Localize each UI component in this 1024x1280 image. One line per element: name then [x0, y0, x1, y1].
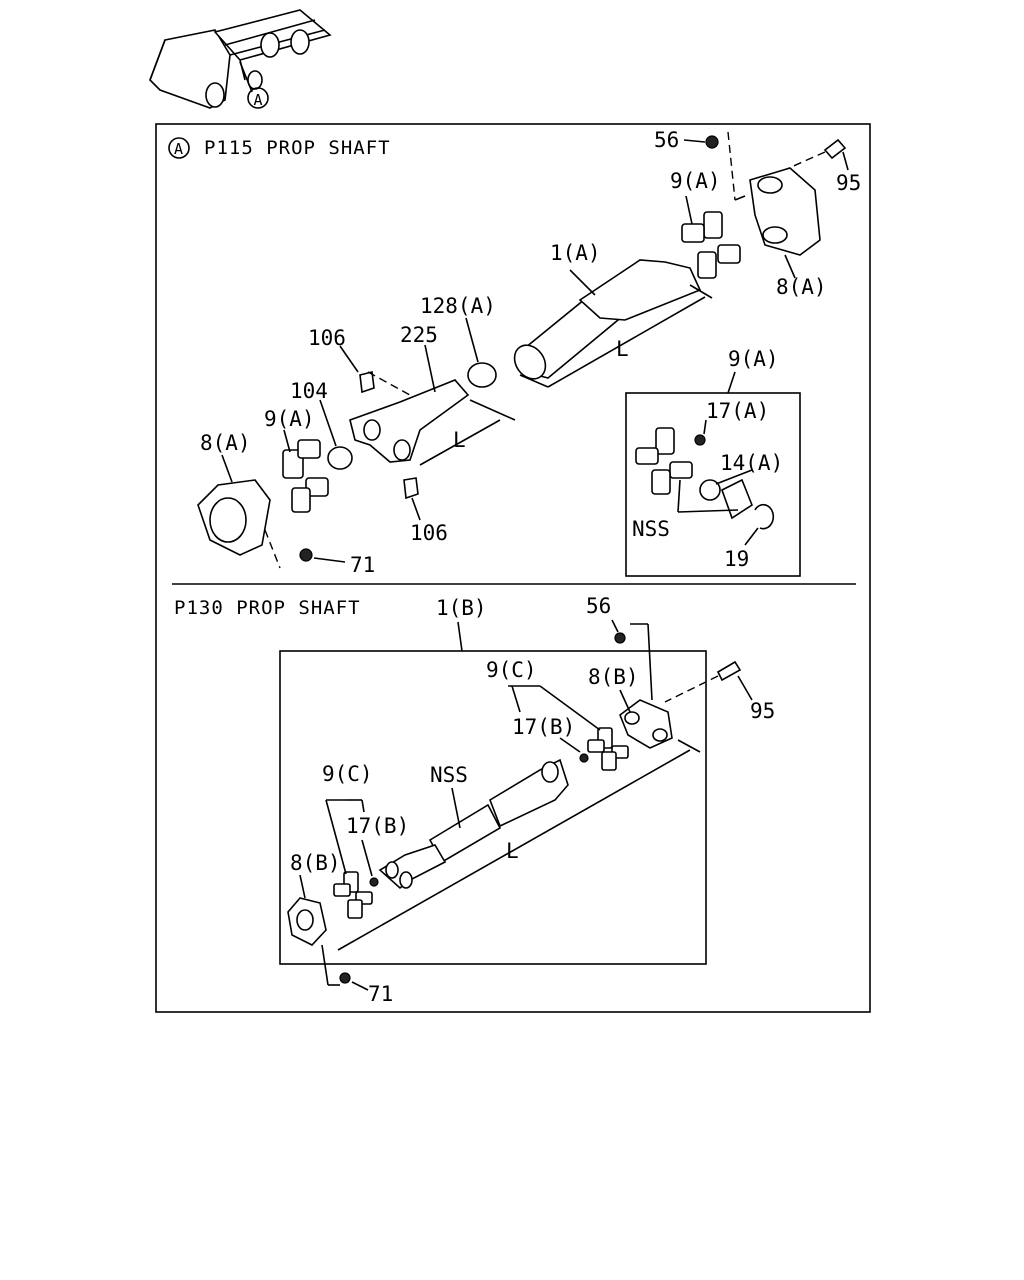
section-a-callout-letter: A [174, 140, 184, 158]
label-128a: 128(A) [420, 294, 496, 318]
inset-bearing-cup [721, 478, 753, 520]
main-frame [155, 123, 871, 1013]
inset-title: 9(A) [728, 347, 779, 371]
label-225: 225 [400, 323, 438, 347]
inset-frame [625, 392, 801, 577]
section-a-callout-circle [168, 137, 190, 159]
ujoint-9a-top [703, 211, 723, 239]
grease-17b-left [369, 877, 379, 887]
inset-seal-14a [699, 479, 721, 501]
label-17b-top: 17(B) [512, 715, 575, 739]
section-a-parts [197, 131, 849, 569]
inset-snap-ring-19 [754, 503, 775, 530]
label-95-b: 95 [750, 699, 775, 723]
label-L-short: L [453, 428, 466, 452]
label-8b-left: 8(B) [290, 851, 341, 875]
nut-56-b [614, 632, 626, 644]
label-95-a: 95 [836, 171, 861, 195]
label-8a-top: 8(A) [776, 275, 827, 299]
label-9c-top: 9(C) [486, 658, 537, 682]
ring-128a [467, 362, 497, 388]
label-9a-top: 9(A) [670, 169, 721, 193]
fitting-106-bottom [403, 477, 419, 500]
label-106-top: 106 [308, 326, 346, 350]
label-56-a: 56 [654, 128, 679, 152]
nut-71-a [299, 548, 313, 562]
label-14a: 14(A) [720, 451, 783, 475]
inset-ujoint [655, 427, 675, 455]
section-b-parts [279, 619, 753, 991]
nut-56-a [705, 135, 719, 149]
label-9c-left: 9(C) [322, 762, 373, 786]
label-1b: 1(B) [436, 596, 487, 620]
bearing-104 [327, 446, 353, 470]
nut-71-b [339, 972, 351, 984]
section-b-title: P130 PROP SHAFT [174, 597, 361, 619]
label-L-b: L [506, 839, 519, 863]
label-17b-left: 17(B) [346, 814, 409, 838]
label-17a: 17(A) [706, 399, 769, 423]
label-L-long: L [616, 337, 629, 361]
label-8b-top: 8(B) [588, 665, 639, 689]
label-71-a: 71 [350, 553, 375, 577]
label-8a-left: 8(A) [200, 431, 251, 455]
bolt-95-a [823, 138, 847, 160]
label-104: 104 [290, 379, 328, 403]
fitting-106-top [359, 371, 375, 394]
slip-yoke-225 [349, 379, 470, 463]
label-nss-a: NSS [632, 517, 670, 541]
grease-17b-top [579, 753, 589, 763]
section-b-frame [279, 650, 707, 965]
label-9a-left: 9(A) [264, 407, 315, 431]
label-19: 19 [724, 547, 749, 571]
label-56-b: 56 [586, 594, 611, 618]
vehicle-callout-circle [247, 87, 269, 109]
inset-grease-17a [694, 434, 706, 446]
label-1a: 1(A) [550, 241, 601, 265]
section-a-title: P115 PROP SHAFT [204, 137, 391, 159]
inset-9a [625, 371, 801, 577]
label-71-b: 71 [368, 982, 393, 1006]
vehicle-callout-letter: A [253, 91, 262, 109]
label-106-bottom: 106 [410, 521, 448, 545]
bolt-95-b [716, 660, 742, 682]
vehicle-thumbnail: A [149, 9, 332, 109]
label-nss-b: NSS [430, 763, 468, 787]
